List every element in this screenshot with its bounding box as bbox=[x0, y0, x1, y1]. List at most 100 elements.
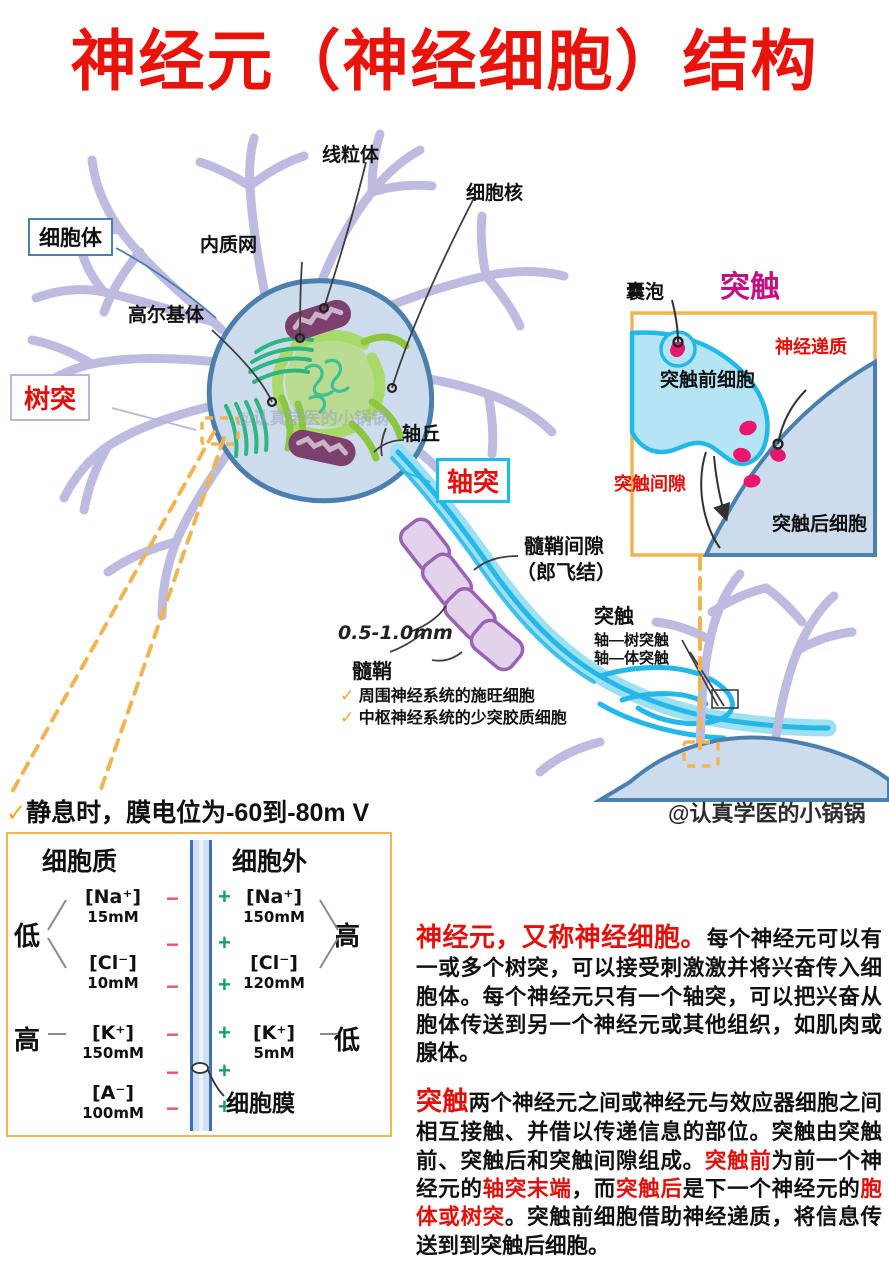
paragraph-synapse-a: 两个神经元之间或神经元与效应器细胞之间相互接触、并借以传递信息的部位。突触由突触… bbox=[416, 1091, 882, 1173]
label-soma: 细胞体 bbox=[28, 218, 113, 256]
charge-positive: + bbox=[218, 1058, 231, 1083]
ion-symbol: [Cl⁻] bbox=[89, 952, 137, 974]
ion-outside-na: [Na⁺] 150mM bbox=[226, 886, 322, 926]
charge-positive: + bbox=[218, 1020, 231, 1045]
ion-symbol: [Cl⁻] bbox=[250, 952, 298, 974]
label-postsynaptic-cell: 突触后细胞 bbox=[772, 514, 868, 535]
label-synapse-inset-title: 突触 bbox=[720, 271, 780, 304]
ion-inside-a: [A⁻] 100mM bbox=[68, 1082, 158, 1122]
target-soma bbox=[592, 735, 889, 802]
myelin-bullet-2: ✓ 中枢神经系统的少突胶质细胞 bbox=[340, 708, 567, 729]
label-presynaptic-cell: 突触前细胞 bbox=[660, 370, 756, 391]
label-cell-membrane: 细胞膜 bbox=[226, 1090, 295, 1116]
label-vesicle: 囊泡 bbox=[626, 282, 665, 303]
ion-concentration: 150mM bbox=[243, 908, 305, 926]
level-inside-na-cl: 低 bbox=[14, 921, 41, 951]
label-axon-hillock: 轴丘 bbox=[402, 424, 441, 445]
neurotransmitter-dots bbox=[733, 420, 786, 488]
label-myelin-sheath: 髓鞘 bbox=[352, 661, 392, 683]
ion-outside-cl: [Cl⁻] 120mM bbox=[226, 952, 322, 992]
label-axodendritic: 轴—树突触 bbox=[594, 632, 670, 649]
charge-negative: − bbox=[166, 1096, 179, 1121]
charge-negative: − bbox=[166, 1060, 179, 1085]
label-node-of-ranvier-line1: 髓鞘间隙 bbox=[524, 536, 604, 558]
paragraph-neuron-body: 每个神经元可以有一或多个树突，可以接受刺激激并将兴奋传入细胞体。每个神经元只有一… bbox=[416, 927, 882, 1066]
myelin-leader-lines bbox=[389, 555, 519, 662]
membrane-potential-panel: 细胞质 细胞外 [Na⁺] 15mM [Cl⁻] 10mM [K⁺] 150mM… bbox=[6, 832, 392, 1137]
er-strands bbox=[278, 333, 410, 462]
ion-symbol: [K⁺] bbox=[91, 1022, 135, 1044]
check-icon: ✓ bbox=[340, 686, 355, 705]
label-node-of-ranvier-line2: （郎飞结） bbox=[516, 562, 616, 584]
myelin-bullet-2-text: 中枢神经系统的少突胶质细胞 bbox=[358, 710, 567, 727]
charge-positive: + bbox=[218, 930, 231, 955]
check-icon: ✓ bbox=[340, 708, 355, 727]
target-neuron bbox=[535, 569, 857, 777]
paragraph-neuron: 神经元，又称神经细胞。每个神经元可以有一或多个树突，可以接受刺激激并将兴奋传入细… bbox=[416, 920, 882, 1068]
paragraph-synapse-e: 。突触前细胞借助神经递质，将信息传送到到突触后细胞。 bbox=[416, 1205, 882, 1258]
paragraph-synapse-d: 是下一个神经元的 bbox=[682, 1177, 861, 1202]
membrane-leader-line bbox=[47, 899, 339, 1097]
charge-negative: − bbox=[166, 886, 179, 911]
label-axosomatic: 轴—体突触 bbox=[594, 650, 670, 667]
watermark-soft: @认真学医的小锅锅 bbox=[236, 409, 389, 428]
charge-negative: − bbox=[166, 1022, 179, 1047]
mitochondria-shapes bbox=[284, 299, 356, 467]
label-neurotransmitter: 神经递质 bbox=[775, 337, 847, 357]
level-outside-na-cl: 高 bbox=[334, 921, 361, 951]
check-icon: ✓ bbox=[6, 800, 27, 827]
ion-concentration: 5mM bbox=[253, 1044, 295, 1062]
label-terminal-synapse-title: 突触 bbox=[594, 606, 634, 628]
presynaptic-cell-shape bbox=[629, 330, 770, 466]
golgi-apparatus bbox=[224, 336, 314, 458]
myelin-segments bbox=[398, 517, 525, 672]
charge-negative: − bbox=[166, 974, 179, 999]
column-header-extracellular: 细胞外 bbox=[232, 848, 308, 876]
ion-concentration: 120mM bbox=[243, 974, 305, 992]
myelin-bullet-1: ✓ 周围神经系统的施旺细胞 bbox=[340, 686, 535, 707]
label-mitochondria: 线粒体 bbox=[322, 145, 380, 166]
paragraph-synapse-term-postsynaptic: 突触后 bbox=[616, 1177, 683, 1202]
ion-concentration: 10mM bbox=[87, 974, 139, 992]
cell-membrane-bar bbox=[190, 840, 212, 1131]
ion-inside-k: [K⁺] 150mM bbox=[68, 1022, 158, 1062]
ion-symbol: [K⁺] bbox=[252, 1022, 296, 1044]
page-title: 神经元（神经细胞）结构 bbox=[70, 24, 819, 98]
label-endoplasmic-reticulum: 内质网 bbox=[200, 235, 258, 256]
dendrite-branches bbox=[23, 129, 569, 621]
level-outside-k: 低 bbox=[334, 1025, 361, 1055]
label-nucleus: 细胞核 bbox=[466, 183, 524, 204]
ion-symbol: [Na⁺] bbox=[245, 886, 303, 908]
resting-potential-note: ✓静息时，膜电位为-60到-80m V bbox=[6, 793, 369, 829]
vesicle-shape bbox=[659, 330, 697, 368]
column-header-cytoplasm: 细胞质 bbox=[42, 848, 118, 876]
paragraph-synapse-b: 为前一个神经元的 bbox=[416, 1148, 882, 1202]
label-axon: 轴突 bbox=[436, 458, 511, 503]
label-synaptic-cleft: 突触间隙 bbox=[614, 474, 686, 494]
paragraph-synapse-c: ，而 bbox=[571, 1177, 617, 1202]
myelin-bullet-1-text: 周围神经系统的施旺细胞 bbox=[358, 688, 535, 705]
paragraph-synapse-heading: 突触 bbox=[416, 1086, 469, 1116]
terminal-leader-lines bbox=[681, 639, 739, 709]
ion-inside-na: [Na⁺] 15mM bbox=[68, 886, 158, 926]
label-golgi: 高尔基体 bbox=[128, 305, 205, 326]
label-internode-distance: 0.5-1.0mm bbox=[338, 622, 453, 644]
soma-cell-body bbox=[206, 278, 435, 504]
ion-concentration: 150mM bbox=[82, 1044, 144, 1062]
paragraph-synapse: 突触两个神经元之间或神经元与效应器细胞之间相互接触、并借以传递信息的部位。突触由… bbox=[416, 1084, 882, 1260]
ion-concentration: 100mM bbox=[82, 1104, 144, 1122]
ion-inside-cl: [Cl⁻] 10mM bbox=[68, 952, 158, 992]
paragraph-synapse-term-soma-or-dendrite: 胞体或树突 bbox=[416, 1177, 882, 1230]
watermark: @认真学医的小锅锅 bbox=[668, 801, 866, 826]
charge-positive: + bbox=[218, 1094, 231, 1119]
ion-symbol: [Na⁺] bbox=[84, 886, 142, 908]
label-dendrite: 树突 bbox=[10, 374, 91, 421]
ion-symbol: [A⁻] bbox=[91, 1082, 135, 1104]
paragraph-synapse-term-presynaptic: 突触前 bbox=[704, 1148, 772, 1173]
level-inside-k: 高 bbox=[14, 1025, 41, 1055]
charge-positive: + bbox=[218, 884, 231, 909]
ion-concentration: 15mM bbox=[87, 908, 139, 926]
ion-outside-k: [K⁺] 5mM bbox=[226, 1022, 322, 1062]
charge-negative: − bbox=[166, 932, 179, 957]
paragraph-neuron-heading: 神经元，又称神经细胞。 bbox=[416, 922, 707, 952]
